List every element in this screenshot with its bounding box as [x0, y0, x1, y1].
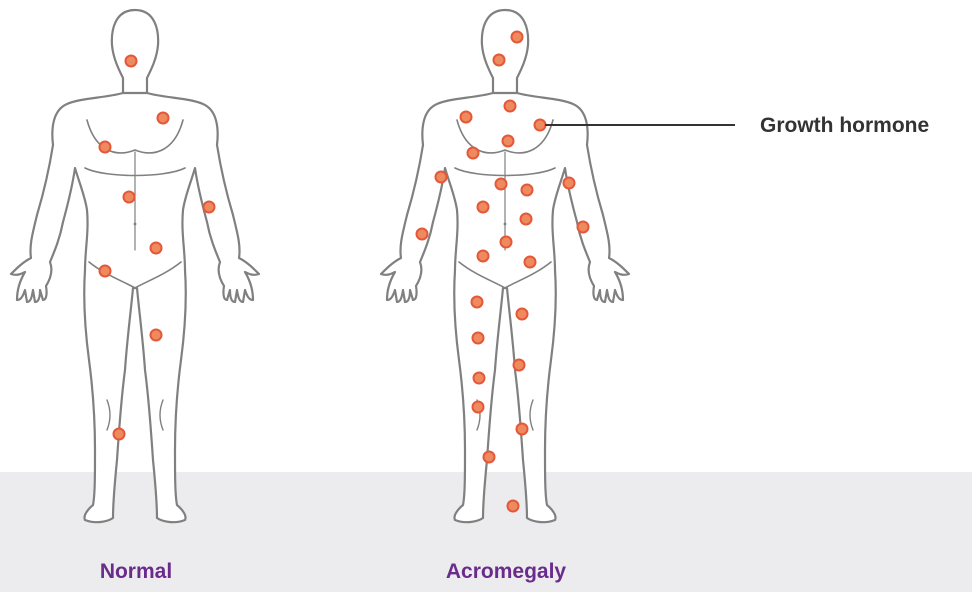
- normal-figure: [11, 10, 259, 522]
- growth-hormone-label: Growth hormone: [760, 114, 929, 138]
- acromegaly-figure: [381, 10, 629, 522]
- acromegaly-label: Acromegaly: [406, 560, 606, 584]
- normal-label: Normal: [36, 560, 236, 584]
